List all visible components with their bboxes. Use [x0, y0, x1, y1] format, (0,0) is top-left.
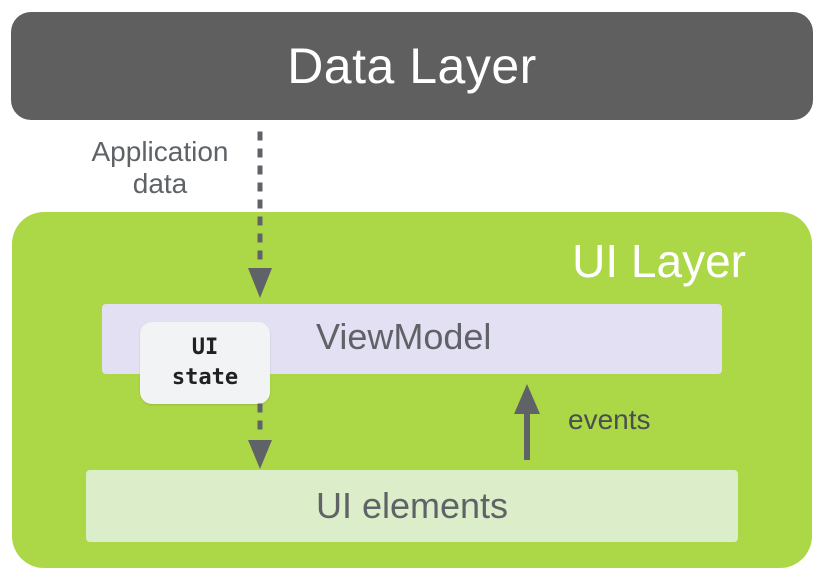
ui-layer-box: UI Layer ViewModel UI elements events UI…	[12, 212, 812, 568]
ui-state-card: UI state	[140, 322, 270, 404]
ui-elements-box: UI elements	[86, 470, 738, 542]
application-data-line2: data	[132, 168, 188, 199]
ui-state-line1: UI	[191, 335, 219, 360]
data-layer-title: Data Layer	[287, 38, 537, 94]
application-data-line1: Application	[91, 136, 229, 167]
ui-layer-title: UI Layer	[572, 235, 746, 287]
events-label: events	[568, 404, 651, 435]
ui-state-line2: state	[171, 365, 239, 390]
application-data-label: Application data	[70, 136, 250, 200]
ui-elements-label: UI elements	[315, 485, 509, 526]
viewmodel-label: ViewModel	[316, 316, 492, 357]
data-layer-box: Data Layer	[11, 12, 813, 120]
